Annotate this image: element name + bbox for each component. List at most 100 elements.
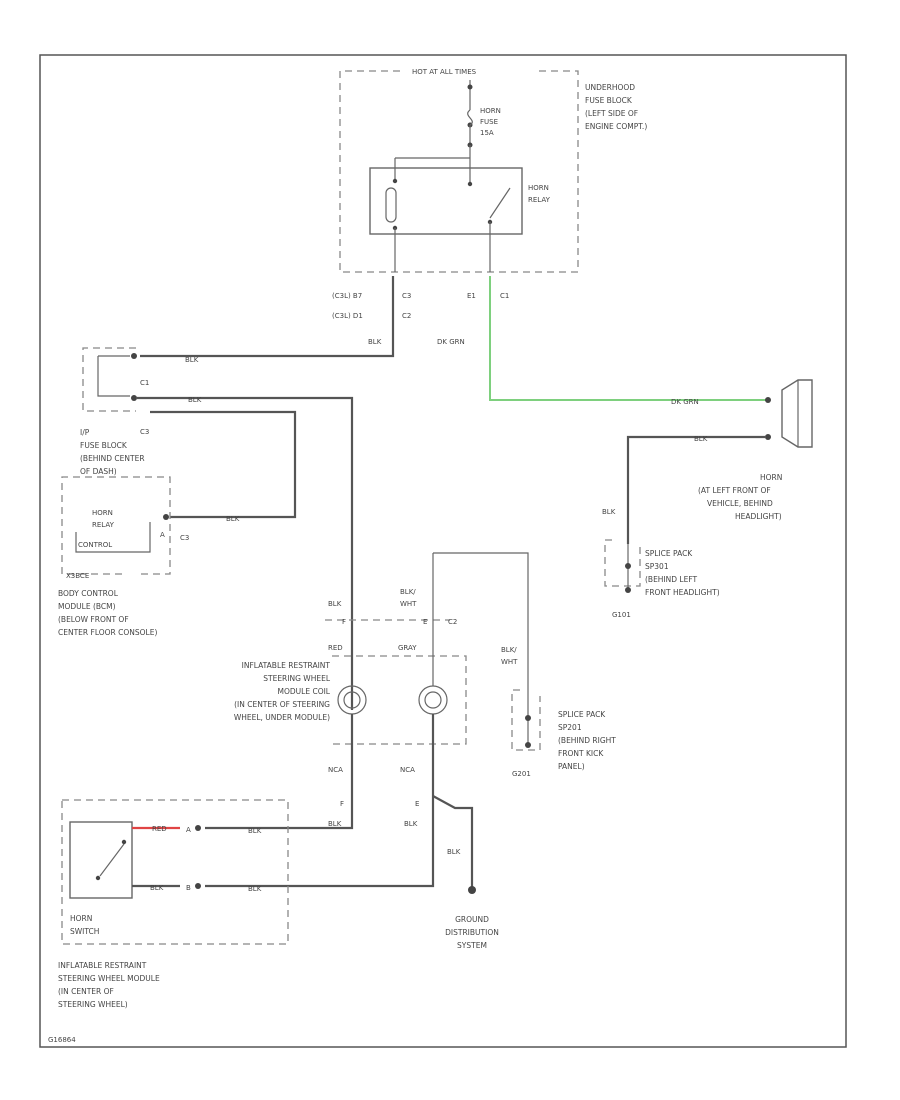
horn-label-2: (AT LEFT FRONT OF — [698, 486, 771, 495]
horn-relay-box — [369, 167, 523, 235]
coil-conn: C2 — [448, 618, 457, 626]
coil-pin-left: RED — [328, 644, 343, 652]
coil-label-5: WHEEL, UNDER MODULE) — [234, 713, 330, 722]
relay-coil-icon — [385, 187, 397, 223]
wire-label-nca-2: NCA — [400, 766, 415, 774]
horn-icon — [781, 379, 813, 448]
wire-label-blk-wht-1a: BLK/ — [400, 588, 416, 596]
wire-label-blk-12: BLK — [447, 848, 461, 856]
splice-left-label-4: FRONT HEADLIGHT) — [645, 588, 720, 597]
horn-label-3: VEHICLE, BEHIND — [707, 499, 773, 508]
coil-label-3: MODULE COIL — [278, 687, 331, 696]
underhood-fuse-block-label-2: FUSE BLOCK — [585, 96, 633, 105]
wire-label-blk-wht-2a: BLK/ — [501, 646, 517, 654]
bcm-pin: A — [160, 531, 165, 539]
ip-fuse-block-label-1: I/P — [80, 428, 90, 437]
bcm-inner-3: CONTROL — [78, 541, 112, 549]
hot-at-all-times-label: HOT AT ALL TIMES — [412, 68, 477, 76]
wire-label-blk-7: BLK — [328, 600, 342, 608]
bcm-label-1: BODY CONTROL — [58, 589, 119, 598]
horn-fuse-label-2: FUSE — [480, 118, 498, 126]
wire-dk-grn-to-horn — [489, 276, 766, 401]
coil-label-4: (IN CENTER OF STEERING — [234, 700, 330, 709]
bcm-label-2: MODULE (BCM) — [58, 602, 116, 611]
relay-switch-icon — [489, 187, 511, 219]
coil-label-1: INFLATABLE RESTRAINT — [242, 661, 331, 670]
wire-label-red: RED — [152, 825, 167, 833]
splice-pack-right: SPLICE PACK SP201 (BEHIND RIGHT FRONT KI… — [511, 689, 616, 778]
wire-blk-ip-to-bcm — [150, 410, 297, 519]
conn-left-id: C3 — [402, 292, 411, 300]
steering-wheel-module: RED A B BLK HORN SWITCH INFLATABLE RESTR… — [58, 799, 289, 1009]
wire-blk-coil-to-switch-b — [205, 714, 435, 888]
wire-label-blk-13: BLK — [150, 884, 164, 892]
ip-conn-top: C1 — [140, 379, 149, 387]
wire-blk-to-ground — [432, 795, 474, 888]
wire-blk-ip-to-coil — [136, 396, 354, 710]
splice-right-label-4: FRONT KICK — [558, 749, 604, 758]
ip-fuse-block: C1 C3 I/P FUSE BLOCK (BEHIND CENTER OF D… — [80, 347, 149, 476]
ground-g201: G201 — [512, 770, 531, 778]
wire-label-blk-11: BLK — [248, 885, 262, 893]
sw-module-label-3: (IN CENTER OF — [58, 987, 114, 996]
sw-module-label-2: STEERING WHEEL MODULE — [58, 974, 160, 983]
ip-conn-bottom: C3 — [140, 428, 149, 436]
conn-left-1: (C3L) B7 — [332, 292, 362, 300]
splice-right-label-3: (BEHIND RIGHT — [558, 736, 616, 745]
bcm-conn: C3 — [180, 534, 189, 542]
wire-label-nca-1: NCA — [328, 766, 343, 774]
underhood-fuse-block-label-3: (LEFT SIDE OF — [585, 109, 638, 118]
wire-label-blk-6: BLK — [602, 508, 616, 516]
horn-fuse-icon — [467, 109, 473, 126]
coil-pin-right: GRAY — [398, 644, 417, 652]
wire-label-dk-grn-2: DK GRN — [671, 398, 699, 406]
splice-right-label-1: SPLICE PACK — [558, 710, 606, 719]
switch-pin-a: A — [186, 826, 191, 834]
coil-module: RED GRAY C2 INFLATABLE RESTRAINT STEERIN… — [234, 618, 467, 745]
wire-label-blk-4: BLK — [226, 515, 240, 523]
sw-module-label-4: STEERING WHEEL) — [58, 1000, 128, 1009]
conn-right-id: C1 — [500, 292, 509, 300]
horn-fuse-label-1: HORN — [480, 107, 501, 115]
horn-switch-label-2: SWITCH — [70, 927, 99, 936]
wire-label-blk-3: BLK — [188, 396, 202, 404]
ground-label-1: GROUND — [455, 915, 489, 924]
splice-right-label-5: PANEL) — [558, 762, 585, 771]
sw-module-label-1: INFLATABLE RESTRAINT — [58, 961, 147, 970]
body-control-module: HORN RELAY CONTROL A C3 X3BCE BODY CONTR… — [58, 476, 189, 637]
wire-label-blk-10: BLK — [404, 820, 418, 828]
pin-f-top: F — [342, 618, 346, 626]
ip-fuse-block-label-3: (BEHIND CENTER — [80, 454, 145, 463]
horn-relay-label-2: RELAY — [528, 196, 551, 204]
horn-fuse-label-3: 15A — [480, 129, 494, 137]
ip-fuse-block-label-4: OF DASH) — [80, 467, 117, 476]
wire-label-blk-2: BLK — [185, 356, 199, 364]
horn-switch-label-1: HORN — [70, 914, 92, 923]
switch-pin-b: B — [186, 884, 191, 892]
wire-blk-horn-ground — [626, 435, 766, 544]
pin-nca-right: E — [415, 800, 419, 808]
horn-switch-box — [69, 821, 133, 899]
bcm-inner-1: HORN — [92, 509, 113, 517]
horn-label-4: HEADLIGHT) — [735, 512, 782, 521]
ground-label-3: SYSTEM — [457, 941, 487, 950]
conn-left-id-2: C2 — [402, 312, 411, 320]
wire-label-blk-wht-2b: WHT — [501, 658, 518, 666]
wire-label-dk-grn-1: DK GRN — [437, 338, 465, 346]
wire-blk-coil-to-switch — [205, 714, 354, 830]
diagram-border — [39, 54, 847, 1048]
ground-point-icon — [468, 886, 476, 894]
ip-fuse-block-label-2: FUSE BLOCK — [80, 441, 128, 450]
bcm-label-4: CENTER FLOOR CONSOLE) — [58, 628, 157, 637]
bcm-code: X3BCE — [66, 572, 89, 580]
conn-left-2: (C3L) D1 — [332, 312, 363, 320]
horn-label-1: HORN — [760, 473, 782, 482]
pin-nca-left: F — [340, 800, 344, 808]
coil-right-icon — [418, 685, 448, 715]
coil-label-2: STEERING WHEEL — [263, 674, 331, 683]
wire-label-blk-wht-1b: WHT — [400, 600, 417, 608]
ground-g101: G101 — [612, 611, 631, 619]
wire-label-blk-9: BLK — [248, 827, 262, 835]
splice-left-label-3: (BEHIND LEFT — [645, 575, 698, 584]
